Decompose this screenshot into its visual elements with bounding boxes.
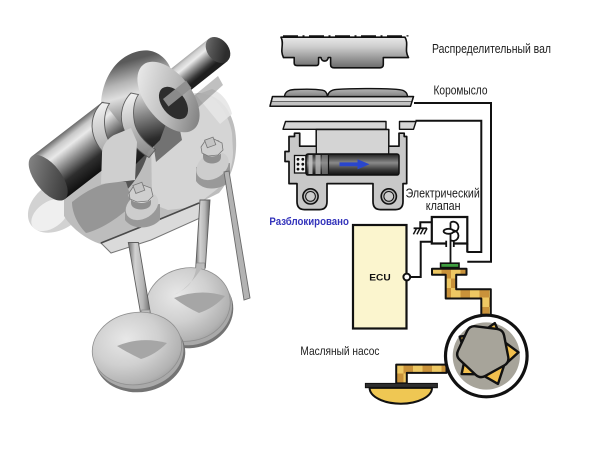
svg-text:Электрический: Электрический — [406, 185, 480, 200]
svg-text:Распределительный вал: Распределительный вал — [432, 41, 551, 56]
svg-text:Коромысло: Коромысло — [434, 83, 488, 98]
svg-text:Масляный насос: Масляный насос — [300, 344, 379, 358]
svg-text:клапан: клапан — [426, 198, 461, 213]
svg-text:ECU: ECU — [369, 272, 391, 282]
svg-text:Разблокировано: Разблокировано — [269, 216, 349, 228]
